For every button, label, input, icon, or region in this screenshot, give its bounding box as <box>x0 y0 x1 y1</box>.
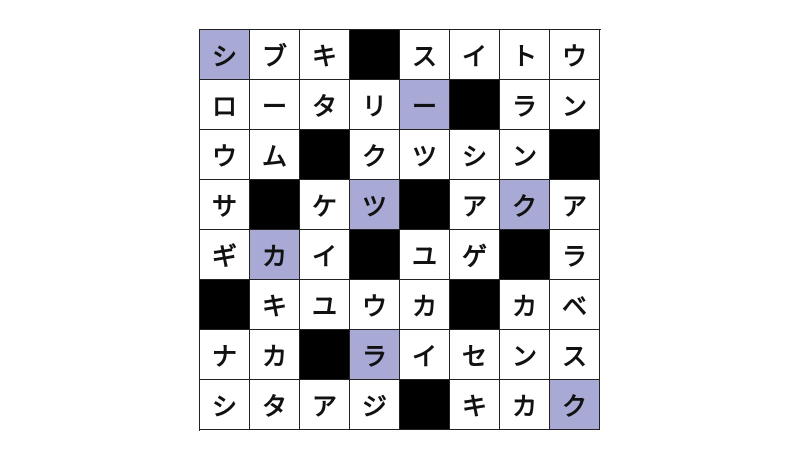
letter-cell[interactable]: ジ <box>350 380 400 430</box>
letter-cell[interactable]: ウ <box>550 30 600 80</box>
letter-cell[interactable]: セ <box>450 330 500 380</box>
highlighted-letter-cell[interactable]: ー <box>400 80 450 130</box>
letter-cell[interactable]: ス <box>550 330 600 380</box>
letter-cell[interactable]: ツ <box>400 130 450 180</box>
letter-cell[interactable]: ロ <box>200 80 250 130</box>
letter-cell[interactable]: キ <box>250 280 300 330</box>
highlighted-letter-cell[interactable]: ク <box>500 180 550 230</box>
black-cell <box>450 280 500 330</box>
letter-cell[interactable]: ケ <box>300 180 350 230</box>
letter-cell[interactable]: ン <box>550 80 600 130</box>
letter-cell[interactable]: ア <box>550 180 600 230</box>
letter-cell[interactable]: ラ <box>500 80 550 130</box>
letter-cell[interactable]: イ <box>300 230 350 280</box>
letter-cell[interactable]: ア <box>450 180 500 230</box>
letter-cell[interactable]: ウ <box>350 280 400 330</box>
letter-cell[interactable]: カ <box>500 280 550 330</box>
letter-cell[interactable]: ベ <box>550 280 600 330</box>
letter-cell[interactable]: イ <box>450 30 500 80</box>
letter-cell[interactable]: ラ <box>550 230 600 280</box>
letter-cell[interactable]: ト <box>500 30 550 80</box>
highlighted-letter-cell[interactable]: ク <box>550 380 600 430</box>
letter-cell[interactable]: ナ <box>200 330 250 380</box>
letter-cell[interactable]: キ <box>450 380 500 430</box>
black-cell <box>400 180 450 230</box>
letter-cell[interactable]: シ <box>450 130 500 180</box>
letter-cell[interactable]: ス <box>400 30 450 80</box>
crossword-grid: シブキスイトウロータリーランウムクツシンサケツアクアギカイユゲラキユウカカベナカ… <box>199 29 601 431</box>
black-cell <box>550 130 600 180</box>
letter-cell[interactable]: カ <box>400 280 450 330</box>
highlighted-letter-cell[interactable]: ラ <box>350 330 400 380</box>
letter-cell[interactable]: カ <box>250 330 300 380</box>
black-cell <box>300 330 350 380</box>
letter-cell[interactable]: タ <box>300 80 350 130</box>
highlighted-letter-cell[interactable]: カ <box>250 230 300 280</box>
letter-cell[interactable]: リ <box>350 80 400 130</box>
letter-cell[interactable]: ン <box>500 330 550 380</box>
letter-cell[interactable]: イ <box>400 330 450 380</box>
highlighted-letter-cell[interactable]: シ <box>200 30 250 80</box>
letter-cell[interactable]: ユ <box>300 280 350 330</box>
highlighted-letter-cell[interactable]: ツ <box>350 180 400 230</box>
letter-cell[interactable]: シ <box>200 380 250 430</box>
black-cell <box>400 380 450 430</box>
letter-cell[interactable]: ユ <box>400 230 450 280</box>
letter-cell[interactable]: ゲ <box>450 230 500 280</box>
black-cell <box>250 180 300 230</box>
black-cell <box>500 230 550 280</box>
black-cell <box>350 30 400 80</box>
black-cell <box>200 280 250 330</box>
letter-cell[interactable]: ア <box>300 380 350 430</box>
letter-cell[interactable]: ム <box>250 130 300 180</box>
letter-cell[interactable]: ン <box>500 130 550 180</box>
letter-cell[interactable]: ウ <box>200 130 250 180</box>
letter-cell[interactable]: ブ <box>250 30 300 80</box>
black-cell <box>450 80 500 130</box>
black-cell <box>300 130 350 180</box>
letter-cell[interactable]: サ <box>200 180 250 230</box>
letter-cell[interactable]: カ <box>500 380 550 430</box>
letter-cell[interactable]: キ <box>300 30 350 80</box>
letter-cell[interactable]: タ <box>250 380 300 430</box>
letter-cell[interactable]: ギ <box>200 230 250 280</box>
letter-cell[interactable]: ク <box>350 130 400 180</box>
letter-cell[interactable]: ー <box>250 80 300 130</box>
black-cell <box>350 230 400 280</box>
